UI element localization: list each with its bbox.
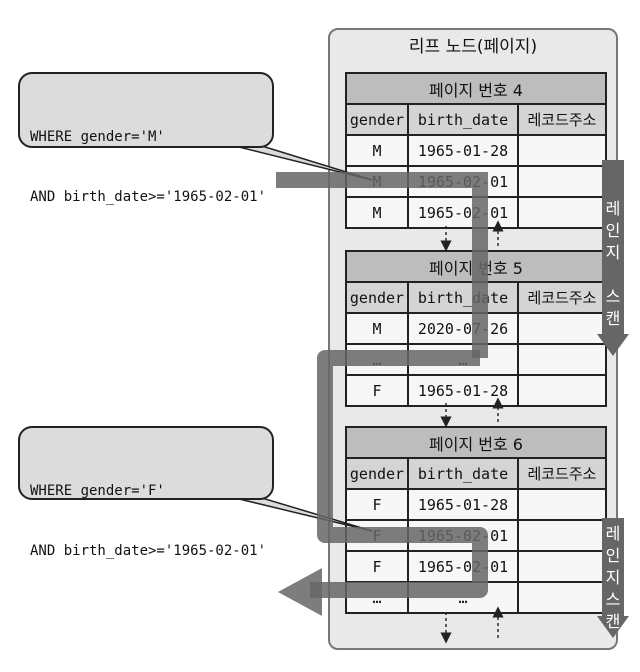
column-header-birth-date: birth_date [407, 457, 519, 490]
scan-path-f [310, 350, 488, 598]
record-address-cell [517, 196, 607, 229]
scan-path-m [276, 172, 488, 358]
query-callout-m: WHERE gender='M' AND birth_date>='1965-0… [18, 72, 274, 205]
scan-direction-arrow-1 [597, 160, 629, 356]
record-address-cell [517, 581, 607, 614]
column-header-gender: gender [345, 457, 409, 490]
gender-cell: F [345, 488, 409, 521]
gender-cell: M [345, 312, 409, 345]
gender-cell: M [345, 196, 409, 229]
page-caption: 페이지 번호 6 [345, 426, 607, 459]
record-address-cell [517, 374, 607, 407]
page-caption: 페이지 번호 4 [345, 72, 607, 105]
scan-label-2: 레 인 지 스 캔 [605, 524, 621, 631]
record-address-cell [517, 550, 607, 583]
column-header-birth-date: birth_date [407, 103, 519, 136]
column-header-gender: gender [345, 103, 409, 136]
birth-date-cell: 2020-07-26 [407, 312, 519, 345]
gender-cell: M [345, 134, 409, 167]
query-callout-f: WHERE gender='F' AND birth_date>='1965-0… [18, 426, 274, 559]
birth-date-cell: 1965-01-28 [407, 134, 519, 167]
record-address-cell [517, 488, 607, 521]
leaf-node-title: 리프 노드(페이지) [408, 37, 538, 57]
record-address-cell [517, 343, 607, 376]
record-address-cell [517, 519, 607, 552]
column-header-gender: gender [345, 281, 409, 314]
gender-cell: F [345, 374, 409, 407]
record-address-cell [517, 134, 607, 167]
column-header-record-address: 레코드주소 [517, 457, 607, 490]
birth-date-cell: 1965-01-28 [407, 488, 519, 521]
record-address-cell [517, 312, 607, 345]
scan-label-1: 레 인 지 스 캔 [605, 199, 621, 328]
column-header-record-address: 레코드주소 [517, 103, 607, 136]
scan-direction-arrow-2 [597, 518, 629, 638]
scan-exit-arrow [278, 568, 322, 616]
gender-cell: F [345, 550, 409, 583]
page-link-arrows [440, 220, 504, 644]
